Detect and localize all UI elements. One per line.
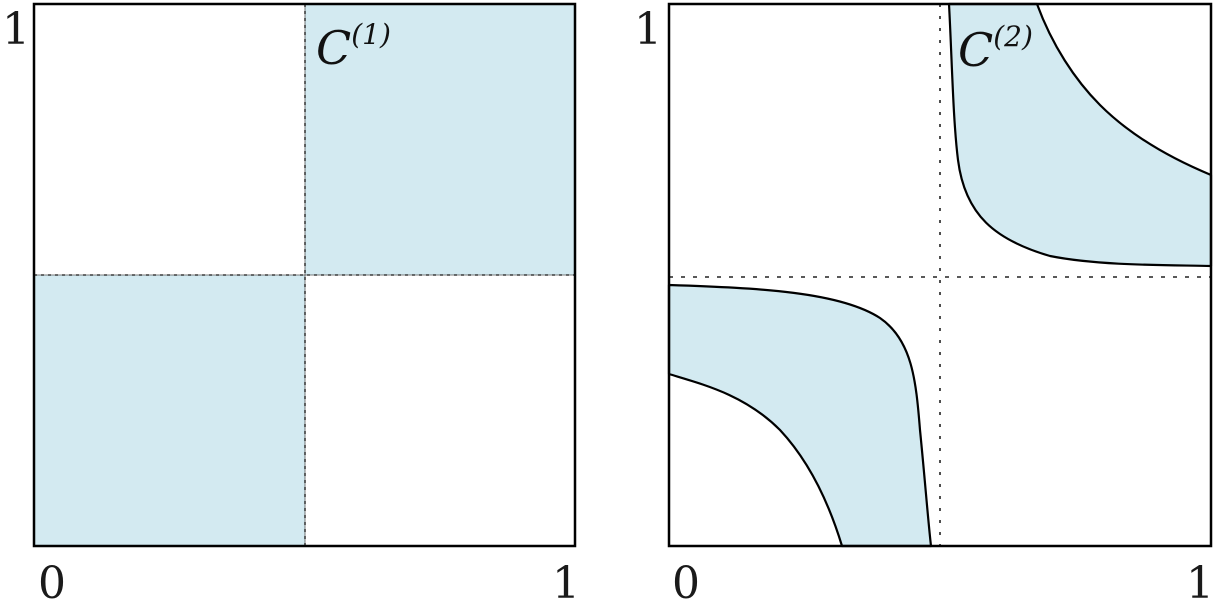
right-frame — [667, 2, 1213, 548]
left-shaded-top-right — [305, 4, 575, 275]
left-frame — [32, 2, 577, 548]
right-x-max-label: 1 — [1186, 558, 1214, 601]
right-shaded-top-right-band — [947, 2, 1213, 268]
right-region-label: C(2) — [958, 20, 1033, 77]
left-x-min-label: 0 — [38, 558, 66, 601]
left-x-max-label: 1 — [552, 558, 580, 601]
right-x-min-label: 0 — [672, 558, 700, 601]
right-panel: C(2) 1 0 1 — [634, 2, 1214, 601]
left-shaded-bottom-left — [34, 275, 305, 546]
left-panel: C(1) 1 0 1 — [2, 2, 580, 601]
right-y-max-label: 1 — [634, 4, 662, 55]
left-region-label: C(1) — [316, 18, 391, 75]
left-y-max-label: 1 — [2, 4, 30, 55]
right-shaded-bottom-left-band — [667, 283, 933, 548]
